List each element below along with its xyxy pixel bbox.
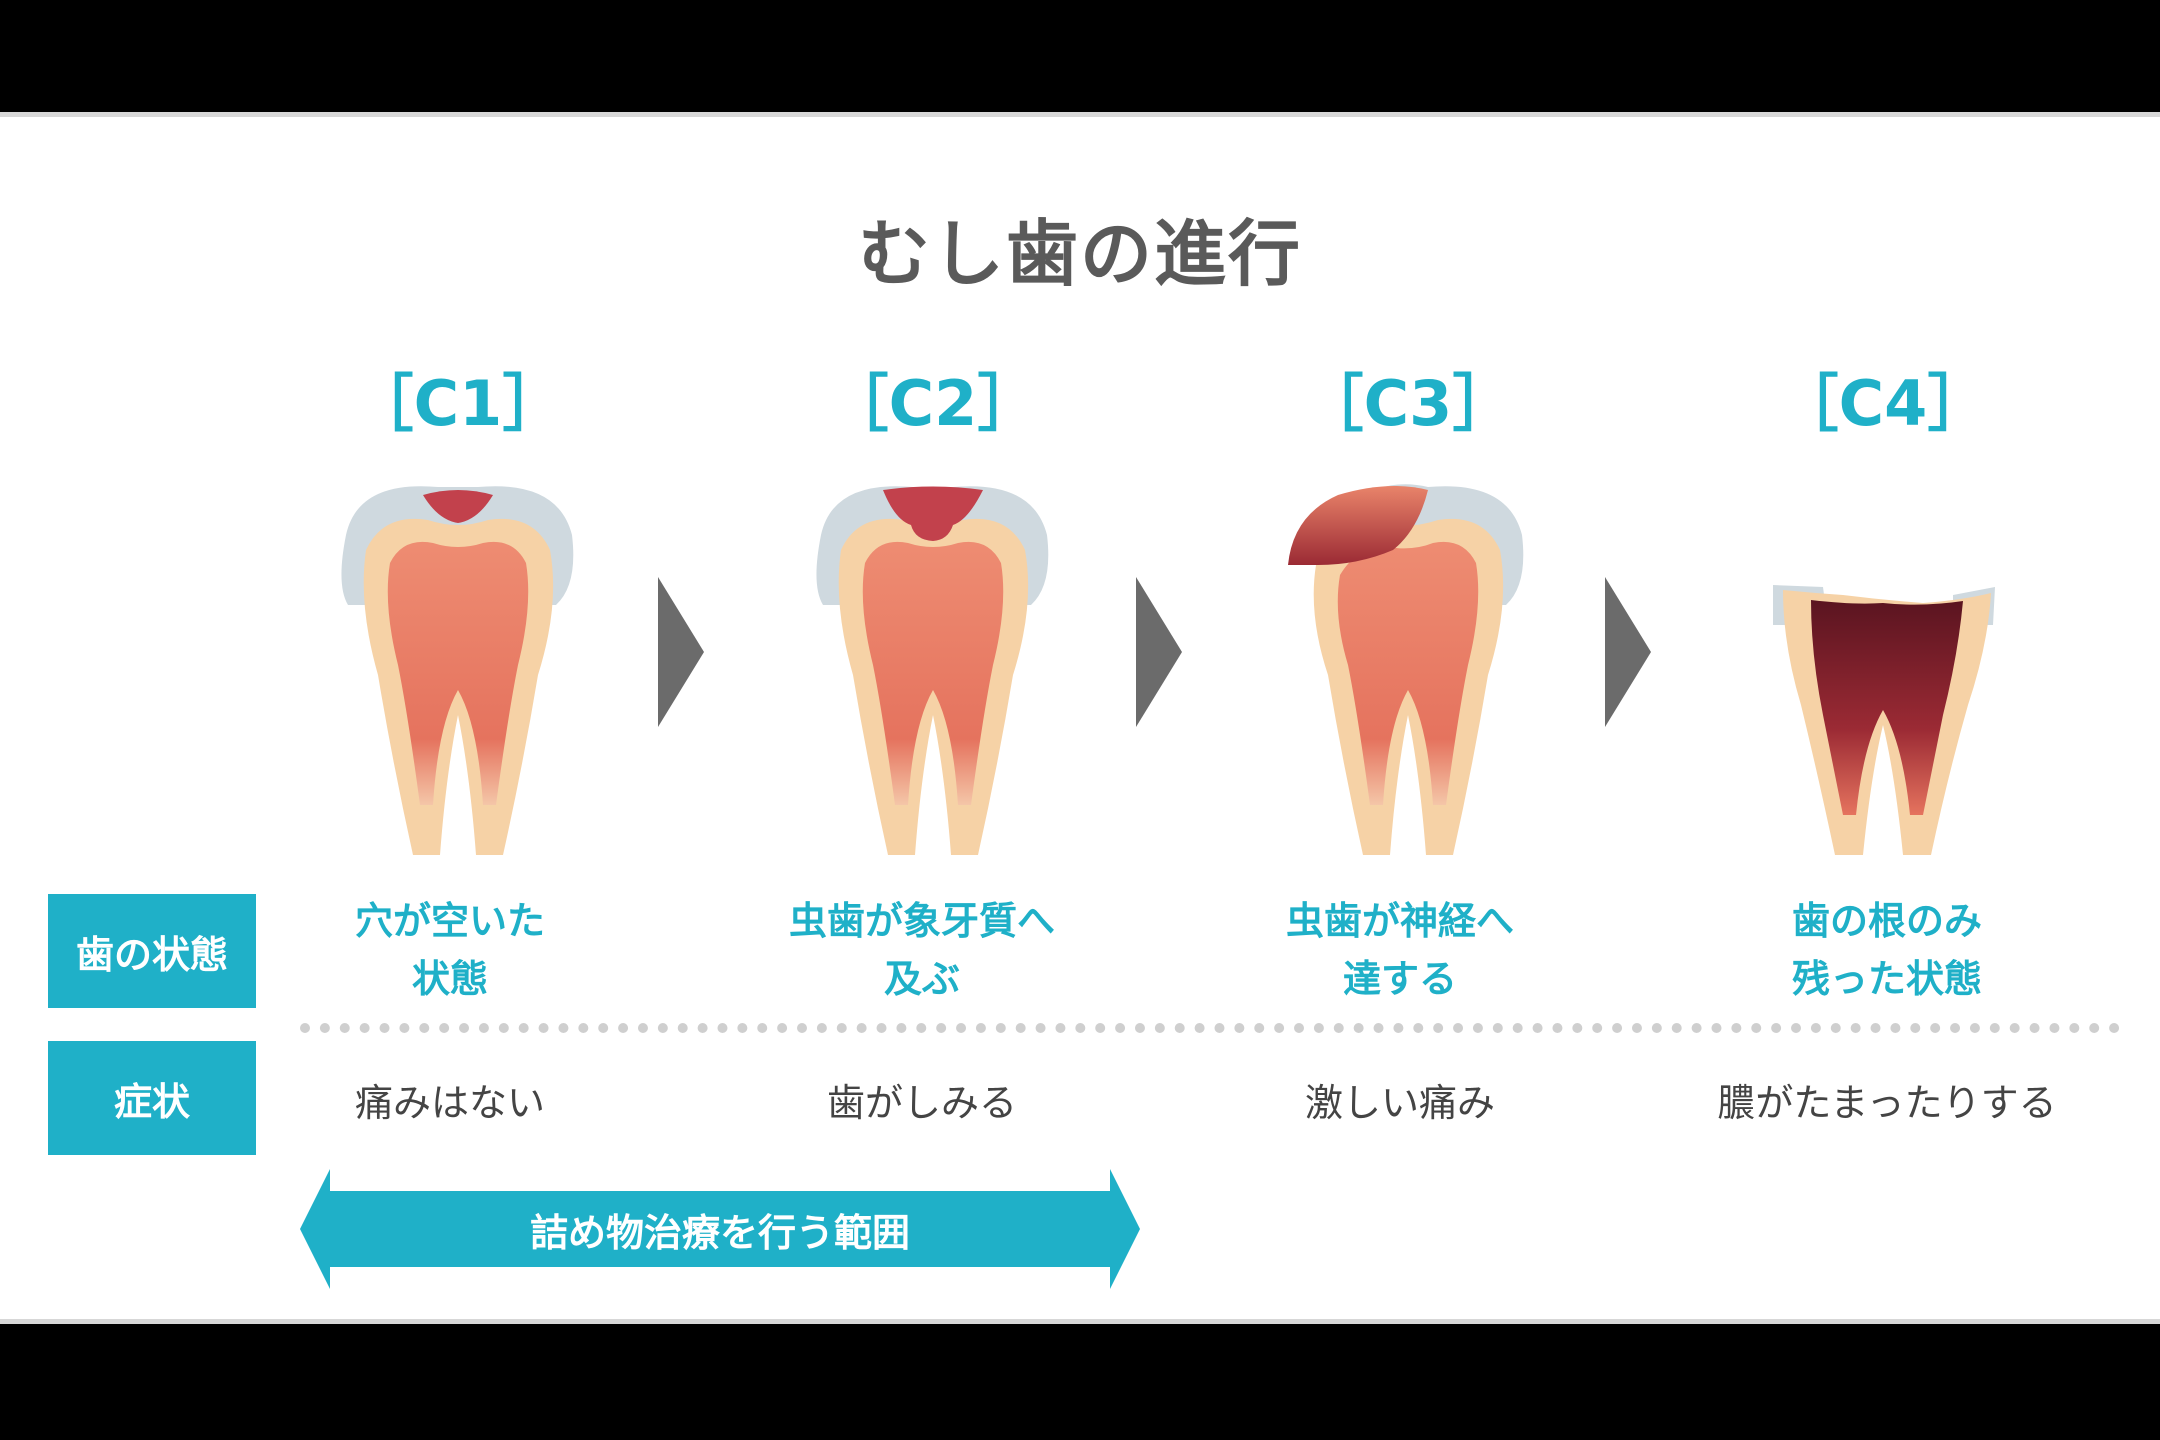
symptom-text-c2: 歯がしみる [826, 1081, 1017, 1125]
stage-label-c4: ［C4］ [1776, 367, 1990, 440]
state-text-c3: 虫歯が神経へ 達する [1285, 899, 1514, 1001]
state-text-c1: 穴が空いた 状態 [354, 899, 545, 1001]
tooth-c1-icon [341, 486, 574, 855]
stage-label-c2: ［C2］ [826, 367, 1040, 440]
treatment-range-label: 詰め物治療を行う範囲 [529, 1210, 910, 1255]
next-step-arrow-icon [1605, 577, 1651, 727]
treatment-range-arrow [300, 1169, 1140, 1289]
page-title: むし歯の進行 [857, 212, 1302, 296]
row-header-symptom: 症状 [48, 1041, 256, 1155]
dotted-divider [300, 1023, 2120, 1033]
state-text-c2: 虫歯が象牙質へ 及ぶ [788, 899, 1055, 1001]
tooth-c2-icon [816, 486, 1049, 855]
state-text-c4: 歯の根のみ 残った状態 [1791, 899, 1982, 1001]
symptom-text-c1: 痛みはない [354, 1081, 545, 1125]
stage-label-c3: ［C3］ [1301, 367, 1515, 440]
next-step-arrow-icon [1136, 577, 1182, 727]
symptom-text-c3: 激しい痛み [1304, 1081, 1495, 1125]
diagram-panel: むし歯の進行 ［C1］ ［C2］ ［C3］ ［C4］ [0, 112, 2160, 1324]
stage-label-c1: ［C1］ [351, 367, 565, 440]
next-step-arrow-icon [658, 577, 704, 727]
symptom-text-c4: 膿がたまったりする [1717, 1081, 2057, 1125]
tooth-c3-icon [1288, 484, 1524, 855]
tooth-c4-icon [1773, 585, 1995, 855]
row-header-state: 歯の状態 [48, 894, 256, 1008]
